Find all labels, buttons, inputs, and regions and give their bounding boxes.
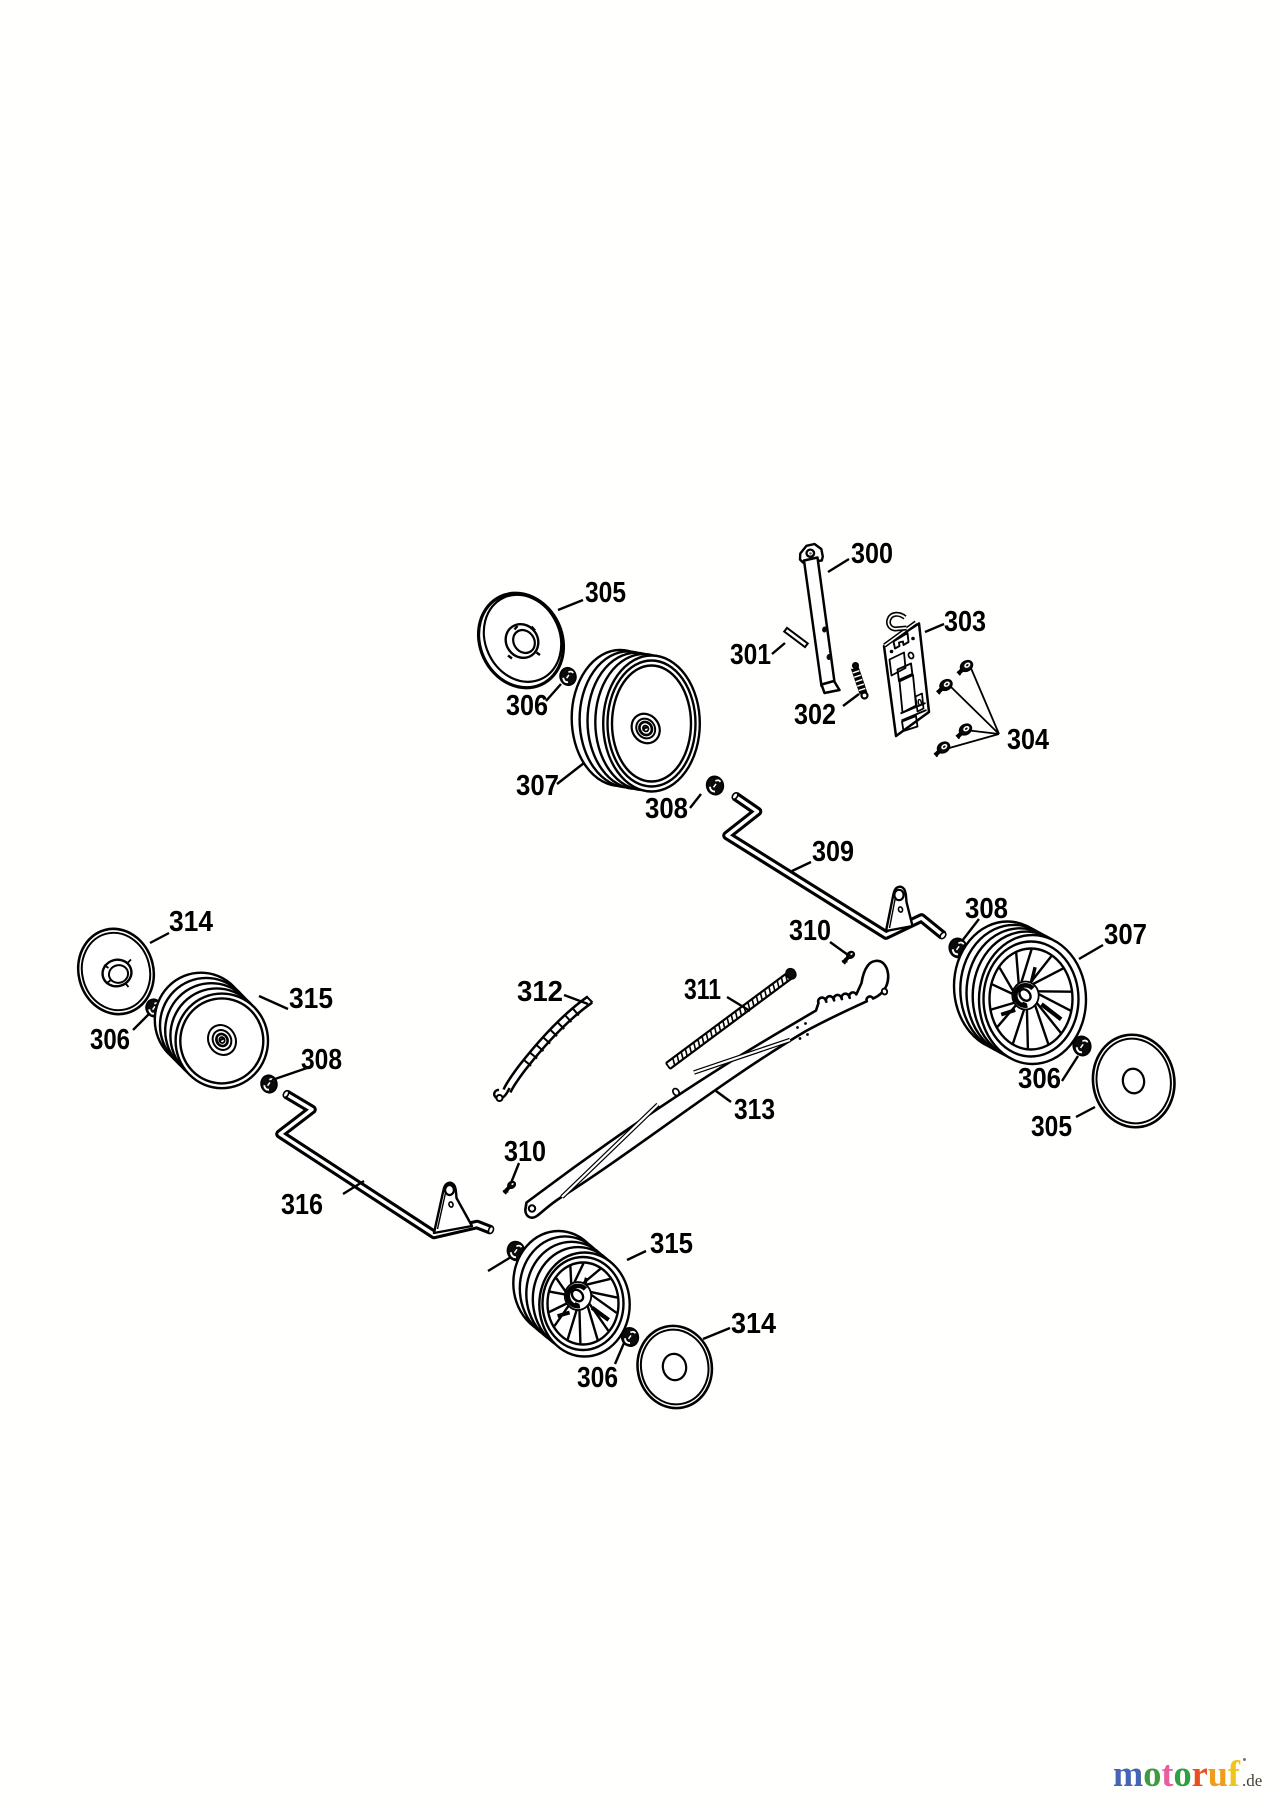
svg-text:300: 300: [851, 538, 893, 570]
svg-text:314: 314: [169, 906, 213, 938]
svg-text:304: 304: [1007, 724, 1049, 756]
svg-text:308: 308: [301, 1044, 342, 1076]
svg-text:306: 306: [90, 1024, 130, 1056]
svg-text:307: 307: [1104, 919, 1147, 951]
svg-text:305: 305: [1031, 1111, 1072, 1143]
svg-text:309: 309: [812, 836, 854, 868]
svg-text:.de: .de: [1242, 1771, 1262, 1790]
svg-text:301: 301: [730, 639, 771, 671]
svg-text:315: 315: [650, 1228, 693, 1260]
svg-text:311: 311: [684, 974, 721, 1006]
svg-text:306: 306: [577, 1362, 618, 1394]
svg-text:308: 308: [645, 793, 688, 825]
svg-text:312: 312: [517, 976, 563, 1008]
svg-text:motoruf: motoruf: [1113, 1754, 1241, 1795]
svg-text:305: 305: [585, 577, 626, 609]
svg-text:302: 302: [794, 699, 836, 731]
svg-text:314: 314: [731, 1308, 776, 1340]
svg-text:303: 303: [944, 606, 986, 638]
svg-text:310: 310: [504, 1136, 546, 1168]
svg-text:307: 307: [516, 770, 559, 802]
svg-text:313: 313: [734, 1094, 775, 1126]
svg-text:316: 316: [281, 1189, 323, 1221]
svg-text:308: 308: [965, 893, 1008, 925]
svg-text:315: 315: [289, 983, 333, 1015]
svg-text:306: 306: [1018, 1063, 1061, 1095]
svg-text:310: 310: [789, 915, 831, 947]
svg-text:306: 306: [506, 690, 548, 722]
